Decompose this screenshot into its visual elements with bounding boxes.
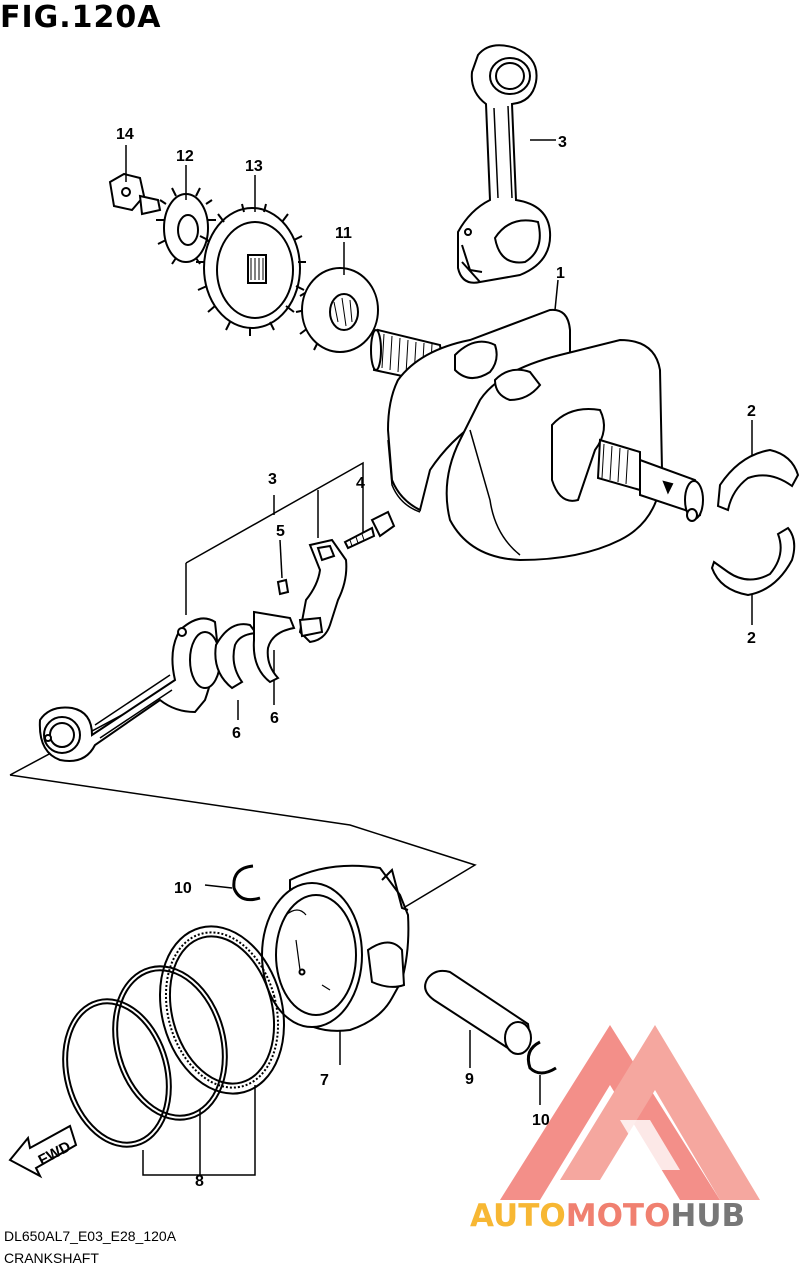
callout-9: 9 <box>465 1071 474 1088</box>
piston-ring-set <box>62 925 285 1148</box>
connecting-rod-cap <box>298 538 348 644</box>
forward-direction-arrow: FWD <box>8 1124 78 1179</box>
callout-8: 8 <box>195 1173 204 1190</box>
callout-numbers: 1 2 2 3 3 4 5 6 6 7 8 9 10 10 11 12 13 1… <box>116 126 756 1190</box>
connecting-rod-left <box>38 617 221 762</box>
piston-pin <box>424 969 532 1055</box>
callout-4: 4 <box>356 475 365 492</box>
primary-drive-gear-large <box>196 203 306 336</box>
assembly-name: CRANKSHAFT <box>4 1250 99 1266</box>
callout-5: 5 <box>276 523 285 540</box>
automotohub-watermark <box>500 1025 760 1200</box>
watermark-wordmark: AUTOMOTOHUB <box>470 1198 745 1234</box>
diagram-code: DL650AL7_E03_E28_120A <box>4 1228 177 1244</box>
connecting-rod-top <box>457 44 552 284</box>
callout-11: 11 <box>335 225 352 242</box>
callout-1: 1 <box>556 265 565 282</box>
callout-13: 13 <box>245 158 263 175</box>
callout-14: 14 <box>116 126 134 143</box>
callout-2-upper: 2 <box>747 403 756 420</box>
assembly-bracket-lines <box>9 139 753 1176</box>
crank-bearing-lower <box>710 526 796 597</box>
callout-3-left: 3 <box>268 471 277 488</box>
watermark-word-hub: HUB <box>670 1198 745 1234</box>
callout-3-top: 3 <box>558 134 567 151</box>
conrod-bearing-left <box>214 610 296 690</box>
watermark-word-moto: MOTO <box>566 1198 671 1234</box>
callout-10-upper: 10 <box>174 880 192 897</box>
callout-12: 12 <box>176 148 194 165</box>
crank-bearing-upper <box>716 448 800 512</box>
piston <box>261 864 410 1032</box>
callout-7: 7 <box>320 1072 329 1089</box>
callout-6-right: 6 <box>270 710 279 727</box>
balancer-drive-gear <box>295 267 379 353</box>
circlip-lower <box>526 1040 557 1075</box>
callout-6-left: 6 <box>232 725 241 742</box>
watermark-word-auto: AUTO <box>470 1198 566 1234</box>
callout-2-lower: 2 <box>747 630 756 647</box>
circlip-upper <box>232 864 261 902</box>
cap-bolt <box>343 510 396 550</box>
callout-10-lower: 10 <box>532 1112 550 1129</box>
figure-title: FIG.120A <box>0 0 162 35</box>
crankshaft-bolt <box>108 172 162 216</box>
crankshaft <box>370 308 704 562</box>
dowel-pin <box>276 578 290 596</box>
